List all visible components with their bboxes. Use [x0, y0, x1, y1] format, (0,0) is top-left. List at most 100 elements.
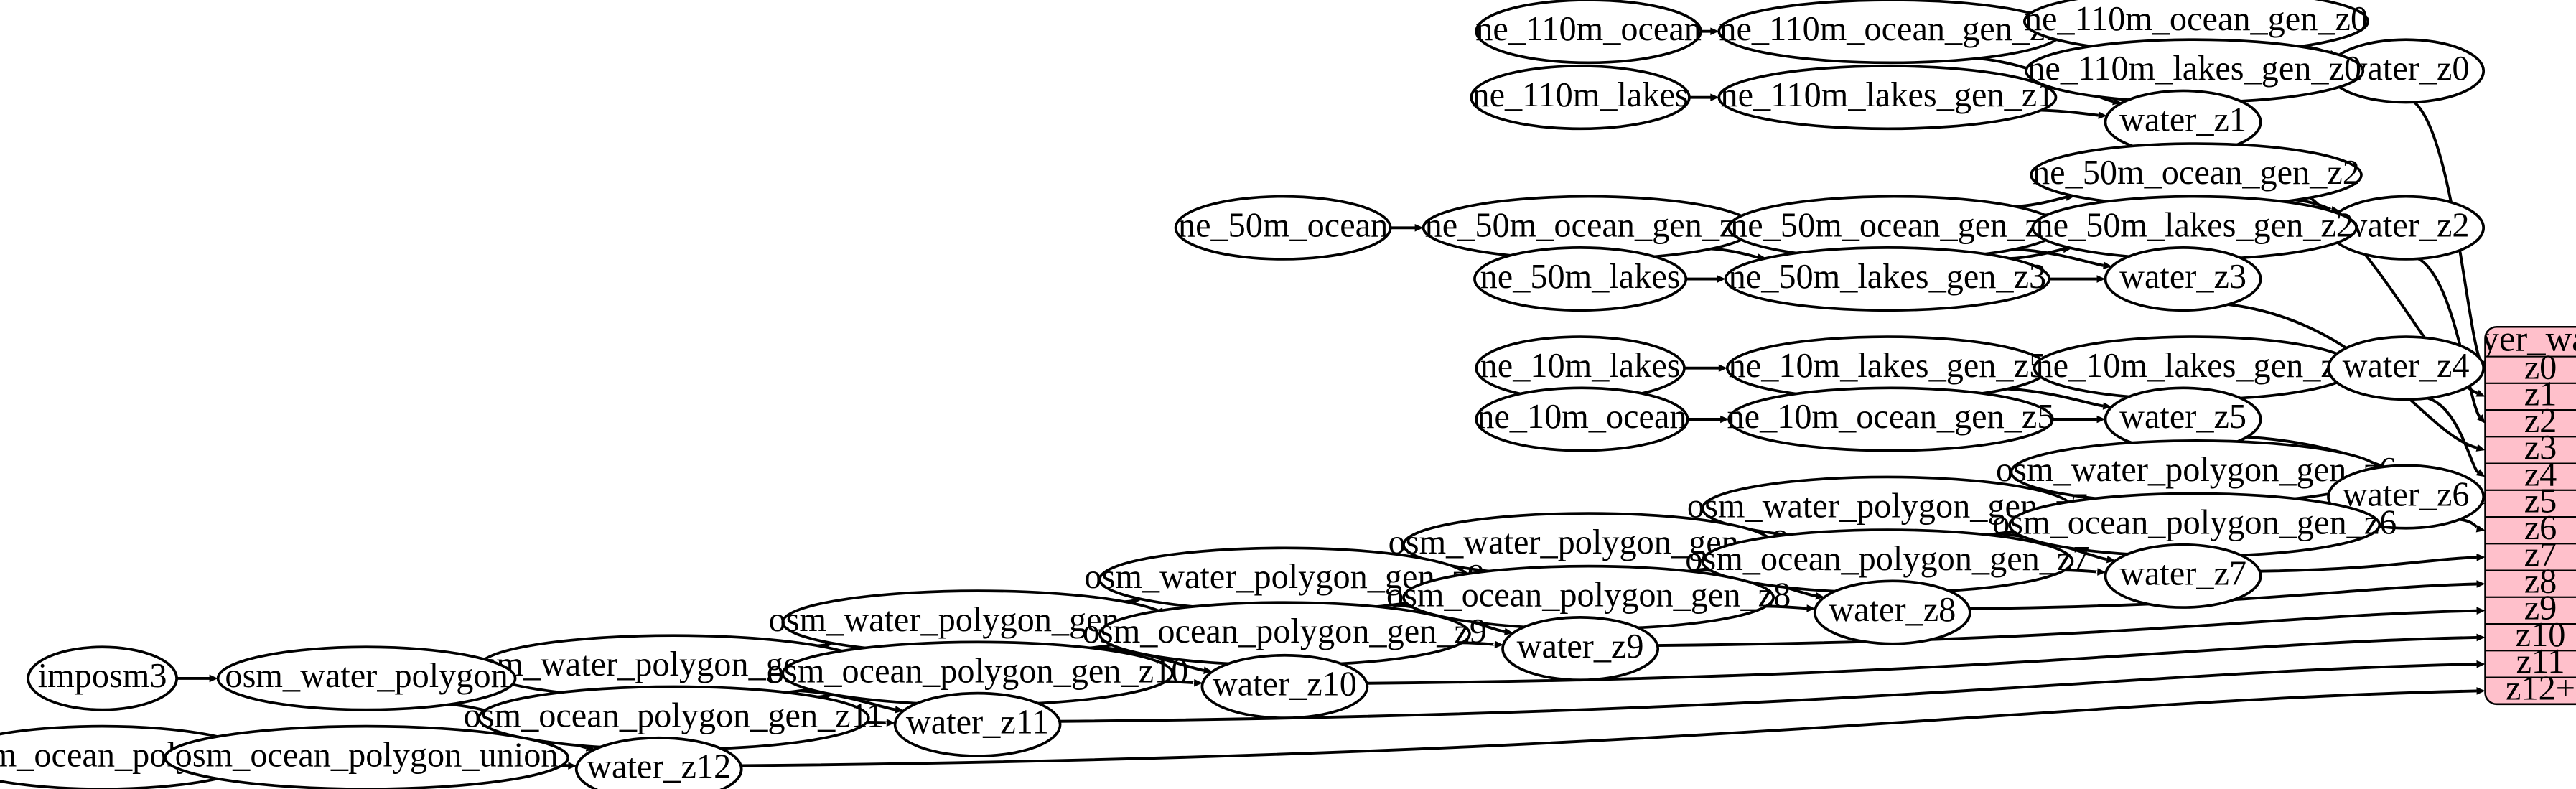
layer-water-row-z6[interactable] — [2485, 516, 2576, 545]
node-shape[interactable] — [1475, 0, 1702, 65]
node-shape[interactable] — [164, 724, 569, 789]
node-shape[interactable] — [2327, 335, 2486, 401]
edge-arrowhead — [2476, 633, 2486, 642]
node-shape[interactable] — [1473, 246, 1688, 312]
node-ne_110m_ocean[interactable]: ne_110m_ocean — [1475, 0, 1702, 65]
edge-arrowhead — [209, 674, 218, 683]
layer-water-row-z2[interactable] — [2485, 409, 2576, 438]
node-shape[interactable] — [1717, 0, 2064, 65]
node-shape[interactable] — [1717, 65, 2058, 131]
layer-water-row-z4[interactable] — [2485, 462, 2576, 491]
edge-arrowhead — [1710, 27, 1719, 35]
edge-arrowhead — [2102, 402, 2112, 410]
edge-arrowhead — [2475, 389, 2486, 397]
edge-ne_50m_ocean_gen_z3-to-water_z3 — [2015, 248, 2104, 267]
layer-water-row-z1[interactable] — [2485, 382, 2576, 411]
layer-water-row-z7[interactable] — [2485, 543, 2576, 571]
edge-arrowhead — [2476, 554, 2486, 561]
node-water_z10[interactable]: water_z10 — [1200, 653, 1369, 719]
edge-arrowhead — [2476, 580, 2486, 588]
node-ne_10m_ocean[interactable]: ne_10m_ocean — [1475, 386, 1689, 452]
edge-ne_10m_lakes_gen_z5-to-water_z5 — [2007, 387, 2104, 408]
edge-arrowhead — [1194, 678, 1203, 687]
edge-water_z12-to-layer_water-z12plus — [740, 689, 2477, 767]
edge-arrowhead — [895, 706, 904, 714]
node-ne_50m_lakes_gen_z3[interactable]: ne_50m_lakes_gen_z3 — [1724, 246, 2051, 312]
edge-osm_water_polygon_gen_z11-to-water_z11 — [799, 689, 896, 711]
edge-osm_ocean_polygon_gen_z9-to-water_z9 — [1462, 641, 1496, 646]
node-shape[interactable] — [1470, 65, 1691, 131]
edge-arrowhead — [2103, 261, 2112, 269]
edge-arrowhead — [1720, 415, 1730, 424]
layer-water-row-z0[interactable] — [2485, 355, 2576, 384]
edge-arrowhead — [2476, 607, 2486, 615]
node-water_z4[interactable]: water_z4 — [2327, 335, 2486, 401]
node-shape[interactable] — [1475, 386, 1689, 452]
edge-water_z11-to-layer_water-z11 — [1059, 663, 2477, 723]
edge-water_z10-to-layer_water-z10 — [1366, 635, 2477, 685]
node-shape[interactable] — [1174, 195, 1392, 261]
node-ne_10m_ocean_gen_z5[interactable]: ne_10m_ocean_gen_z5 — [1727, 386, 2055, 452]
edge-arrowhead — [1710, 93, 1719, 101]
edge-arrowhead — [2098, 111, 2107, 119]
edge-arrowhead — [2475, 444, 2486, 452]
edge-osm_water_polygon_gen_z10-to-water_z10 — [1096, 645, 1205, 672]
node-ne_50m_lakes[interactable]: ne_50m_lakes — [1473, 246, 1688, 312]
edge-water_z7-to-layer_water-z7 — [2259, 556, 2477, 573]
node-water_z11[interactable]: water_z11 — [893, 691, 1062, 757]
layer-water-row-z12plus[interactable] — [2485, 676, 2576, 704]
edge-water_z2-to-layer_water-z2 — [2417, 257, 2481, 418]
edge-water_z4-to-layer_water-z4 — [2427, 396, 2480, 474]
layer-water-row-z3[interactable] — [2485, 436, 2576, 464]
node-shape[interactable] — [1501, 616, 1660, 682]
layer-water-row-z5[interactable] — [2485, 489, 2576, 518]
node-osm_ocean_polygon_union[interactable]: osm_ocean_polygon_union — [164, 724, 569, 789]
layer-water-row-z11[interactable] — [2485, 650, 2576, 678]
edge-arrowhead — [2106, 555, 2116, 564]
node-shape[interactable] — [893, 691, 1062, 757]
layer-water-row-z8[interactable] — [2485, 569, 2576, 598]
node-shape[interactable] — [27, 645, 178, 711]
edge-osm_ocean_polygon_gen_z10-to-water_z10 — [1165, 680, 1196, 685]
node-imposm3[interactable]: imposm3 — [27, 645, 178, 711]
edge-arrowhead — [2096, 415, 2106, 424]
edge-arrowhead — [1203, 666, 1213, 675]
node-shape[interactable] — [1813, 579, 1971, 645]
node-water_z12[interactable]: water_z12 — [574, 736, 743, 789]
node-osm_water_polygon[interactable]: osm_water_polygon — [216, 645, 517, 711]
node-water_z8[interactable]: water_z8 — [1813, 579, 1971, 645]
edge-ne_110m_lakes_gen_z1-to-water_z1 — [2040, 108, 2099, 117]
edge-arrowhead — [1414, 223, 1424, 232]
node-water_z7[interactable]: water_z7 — [2104, 543, 2262, 609]
edge-arrowhead — [2097, 568, 2106, 576]
layer-water-row-z9[interactable] — [2485, 596, 2576, 625]
node-ne_110m_ocean_gen_z1[interactable]: ne_110m_ocean_gen_z1 — [1717, 0, 2064, 65]
node-shape[interactable] — [1727, 386, 2054, 452]
edge-arrowhead — [1718, 364, 1727, 373]
node-shape[interactable] — [574, 736, 743, 789]
layer-water-row-z10[interactable] — [2485, 623, 2576, 652]
edge-arrowhead — [2475, 469, 2486, 477]
edge-arrowhead — [1717, 275, 1726, 283]
edge-arrowhead — [2475, 525, 2486, 533]
edge-arrowhead — [1494, 640, 1503, 649]
node-water_z3[interactable]: water_z3 — [2104, 246, 2262, 312]
node-ne_110m_lakes_gen_z1[interactable]: ne_110m_lakes_gen_z1 — [1717, 65, 2058, 131]
node-shape[interactable] — [2104, 543, 2262, 609]
node-water_z9[interactable]: water_z9 — [1501, 616, 1660, 682]
node-ne_110m_lakes[interactable]: ne_110m_lakes — [1470, 65, 1691, 131]
layer-water-title-cell — [2485, 327, 2576, 357]
node-ne_50m_ocean[interactable]: ne_50m_ocean — [1174, 195, 1392, 261]
edge-arrowhead — [2476, 414, 2486, 424]
edge-osm_ocean_polygon_gen_z7-to-water_z7 — [2064, 569, 2099, 574]
edge-osm_ocean_polygon_gen_z8-to-water_z8 — [1766, 604, 1807, 610]
node-shape[interactable] — [2104, 246, 2262, 312]
edge-osm_ocean_polygon_gen_z11-to-water_z11 — [867, 721, 889, 724]
node-shape[interactable] — [216, 645, 517, 711]
node-shape[interactable] — [1200, 653, 1369, 719]
edge-ne_50m_ocean_gen_z4-to-ne_50m_lakes_gen_z3 — [1711, 247, 1758, 259]
edge-water_z8-to-layer_water-z8 — [1969, 582, 2477, 610]
node-shape[interactable] — [1724, 246, 2051, 312]
